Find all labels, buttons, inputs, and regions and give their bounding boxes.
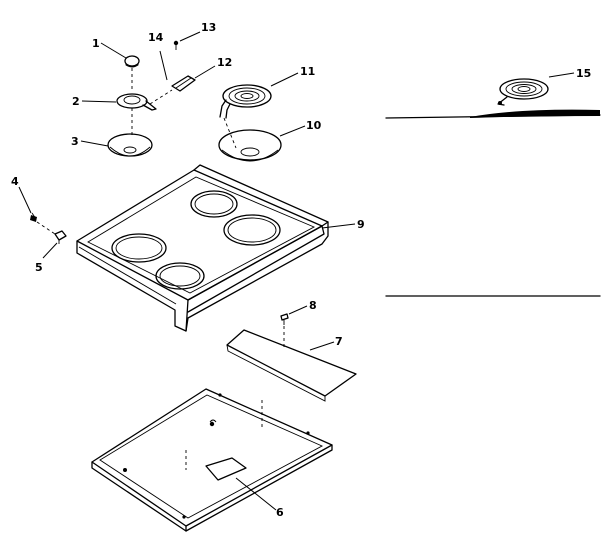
- leader-9: [321, 223, 356, 229]
- dash-4-5: [36, 221, 56, 235]
- part-7-insulation: [226, 329, 357, 402]
- callout-11: 11: [300, 65, 315, 78]
- part-12-terminal-block: [171, 75, 196, 92]
- part-2-receptacle: [116, 93, 157, 111]
- callout-15: 15: [576, 67, 591, 80]
- callout-9: 9: [357, 218, 365, 231]
- callout-4: 4: [11, 175, 19, 188]
- leader-5: [42, 242, 58, 259]
- part-10-drip-pan: [218, 129, 282, 162]
- leader-13: [179, 31, 201, 42]
- callout-12: 12: [217, 56, 232, 69]
- leader-6: [235, 477, 277, 511]
- callout-6: 6: [276, 506, 284, 519]
- part-8-screw: [280, 313, 289, 325]
- callout-1: 1: [92, 37, 100, 50]
- leader-7: [309, 341, 335, 351]
- align-dash-box: [185, 400, 263, 470]
- callout-10: 10: [306, 119, 322, 132]
- leader-3: [80, 140, 109, 147]
- callout-8: 8: [309, 299, 317, 312]
- callout-3: 3: [71, 135, 79, 148]
- leader-2: [81, 100, 117, 103]
- part-3-drip-pan: [107, 133, 153, 157]
- callout-2: 2: [72, 95, 80, 108]
- separator-shading: [470, 109, 600, 118]
- part-11-surface-element: [219, 84, 272, 119]
- leader-12: [194, 65, 216, 79]
- part-13-screw: [173, 40, 179, 50]
- leader-10: [279, 125, 306, 137]
- wire-14: [159, 50, 168, 81]
- part-4-screw: [30, 212, 37, 222]
- leader-1: [100, 42, 127, 59]
- leader-11: [270, 72, 299, 87]
- leader-4: [18, 186, 32, 214]
- leader-15: [548, 72, 575, 78]
- part-5-clip: [54, 230, 67, 244]
- callout-7: 7: [335, 335, 343, 348]
- align-dash-large: [223, 117, 237, 149]
- part-1-knob: [124, 55, 140, 68]
- part-6-burner-box: [91, 388, 333, 532]
- part-15-surface-element: [497, 78, 549, 106]
- callout-14: 14: [148, 31, 164, 44]
- callout-5: 5: [35, 261, 43, 274]
- part-9-cooktop: [76, 164, 329, 332]
- callout-13: 13: [201, 21, 216, 34]
- dash-12: [149, 89, 173, 105]
- leader-8: [288, 305, 308, 315]
